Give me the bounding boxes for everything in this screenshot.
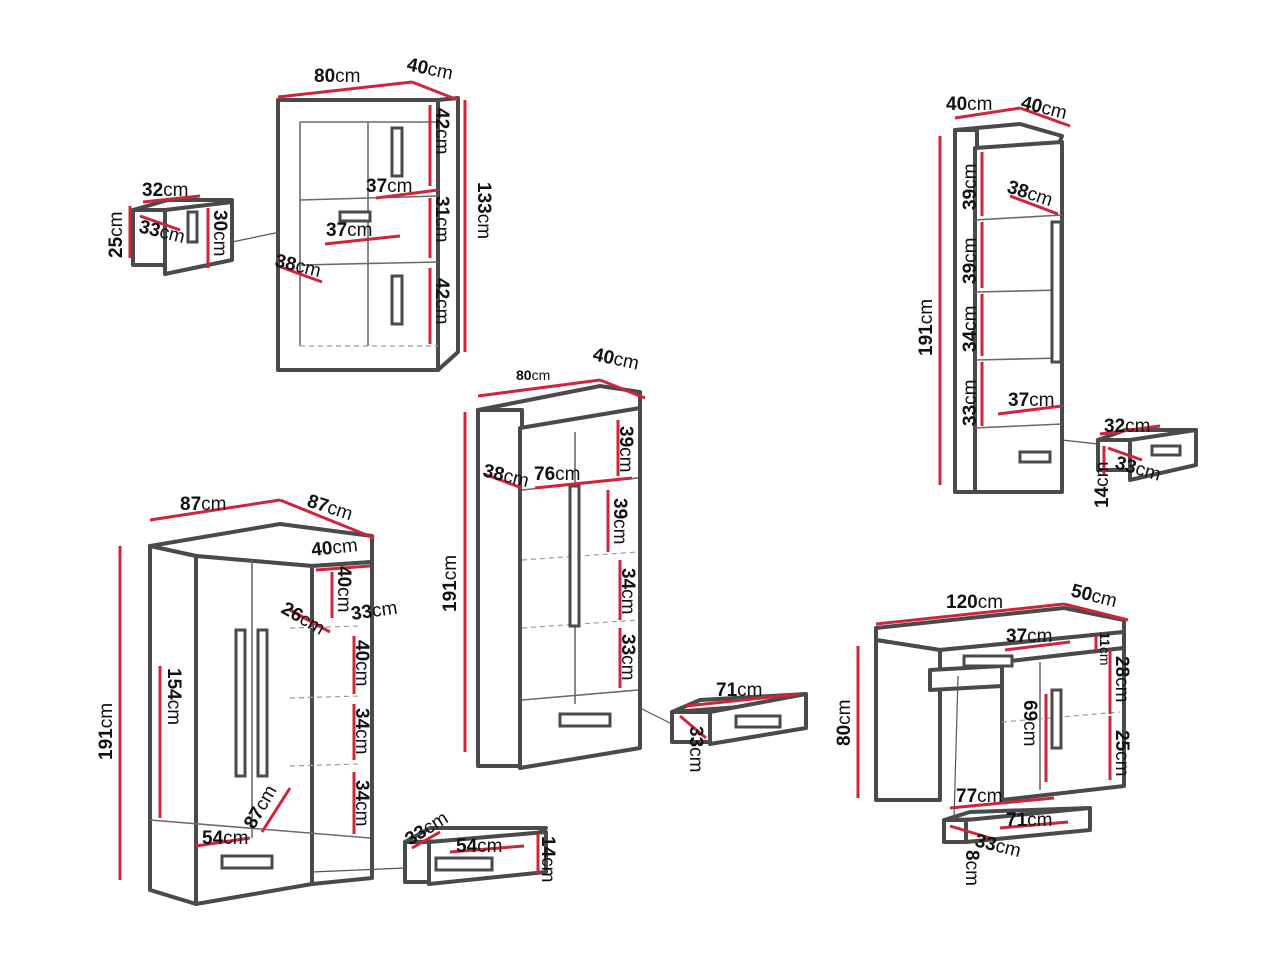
narrow-cabinet-shelf3-label: 34cm: [960, 306, 981, 352]
shelf-wardrobe-shelf4-label: 33cm: [617, 634, 638, 680]
desk-drawer-depth-label: 33cm: [973, 830, 1023, 862]
corner-wardrobe-side-h1-label: 40cm: [333, 566, 354, 612]
corner-wardrobe: 87cm 87cm 191cm 154cm 40cm 40cm 26cm 33c…: [96, 491, 399, 906]
narrow-cabinet-shelf4-label: 33cm: [960, 380, 981, 426]
bookcase-shelf-top-label: 42cm: [431, 108, 452, 154]
desk: 120cm 50cm 80cm 37cm 11cm 28cm 69cm 25cm…: [834, 580, 1132, 810]
desk-drawer-height-label: 11cm: [1097, 632, 1113, 665]
bookcase-shelf-width-mid-label: 37cm: [326, 220, 372, 241]
corner-wardrobe-side-s3-label: 34cm: [351, 780, 372, 826]
shelf-wardrobe-drawer-depth-label: 33cm: [685, 726, 706, 772]
corner-wardrobe-side-depth-label: 40cm: [310, 535, 358, 561]
narrow-cabinet-shelf-width-label: 37cm: [1008, 390, 1054, 411]
narrow-cabinet-shelf2-label: 39cm: [960, 238, 981, 284]
narrow-drawer: 32cm 14cm 33cm: [1061, 416, 1198, 508]
desk-cabinet-height-label: 28cm: [1111, 656, 1132, 702]
shelf-wardrobe-inner-width-label: 76cm: [534, 464, 580, 485]
bookcase-width-line: [277, 80, 413, 99]
narrow-drawer-width-label: 32cm: [1104, 416, 1150, 437]
bookcase-drawer-handle: [338, 210, 372, 223]
corner-wardrobe-inner-height-label: 154cm: [163, 668, 184, 725]
corner-drawer-width-label: 54cm: [456, 836, 502, 857]
shelf-wardrobe-width-label: 80cm: [516, 367, 550, 383]
narrow-cabinet-height-label: 191cm: [916, 299, 937, 356]
shelf-wardrobe: 80cm 40cm 191cm 39cm 39cm 34cm 33cm 76cm…: [440, 344, 646, 770]
desk-cabinet-lower-label: 25cm: [1111, 730, 1132, 776]
narrow-cabinet-depth-label: 40cm: [1019, 92, 1069, 124]
shelf-wardrobe-height-label: 191cm: [440, 555, 461, 612]
corner-wardrobe-side-d2-label: 33cm: [350, 598, 399, 625]
desk-knee-width-label: 77cm: [956, 786, 1002, 807]
shelf-wardrobe-depth-label: 40cm: [591, 344, 641, 374]
bookcase-depth-label: 40cm: [405, 54, 455, 84]
bookcase-shelf-bottom-label: 42cm: [431, 278, 452, 324]
bookcase-width-label: 80cm: [314, 66, 360, 87]
corner-wardrobe-height-label: 191cm: [96, 703, 117, 760]
desk-drawer-width-label: 37cm: [1006, 626, 1052, 647]
bookcase-handle-top: [390, 126, 404, 178]
shelf-wardrobe-drawer: 71cm 33cm: [639, 680, 808, 772]
narrow-drawer-height-label: 14cm: [1092, 462, 1113, 508]
bookcase-depth-line: [411, 80, 459, 102]
corner-wardrobe-side-s2-label: 34cm: [351, 708, 372, 754]
corner-wardrobe-bottom-width-label: 54cm: [202, 828, 248, 849]
bookcase-drawer-front-label: 30cm: [209, 210, 230, 256]
corner-drawer-height-label: 14cm: [537, 836, 558, 882]
bookcase-shelf-mid-label: 31cm: [431, 196, 452, 242]
corner-wardrobe-width-label: 87cm: [180, 494, 226, 515]
bookcase: 80cm 40cm 133cm 42cm 31cm 42cm 37cm 37cm…: [273, 54, 494, 372]
desk-knee-height-label: 69cm: [1019, 700, 1040, 746]
corner-wardrobe-side-s1-label: 40cm: [351, 640, 372, 686]
bookcase-drawer: 32cm 25cm 33cm 30cm: [106, 180, 281, 276]
shelf-wardrobe-shelf1-label: 39cm: [615, 426, 636, 472]
bookcase-shelf-width-top-label: 37cm: [366, 176, 412, 197]
shelf-wardrobe-shelf3-label: 34cm: [617, 568, 638, 614]
desk-height-label: 80cm: [834, 700, 855, 746]
narrow-cabinet: 40cm 40cm 191cm 39cm 39cm 34cm 33cm 38cm…: [916, 92, 1071, 494]
bookcase-height-label: 133cm: [473, 182, 494, 239]
shelf-wardrobe-drawer-width-label: 71cm: [716, 680, 762, 701]
bookcase-drawer-width-label: 32cm: [142, 180, 188, 201]
bookcase-handle-bottom: [390, 274, 404, 326]
shelf-wardrobe-shelf2-label: 39cm: [609, 498, 630, 544]
desk-drawer-height-label-2: 8cm: [961, 850, 982, 886]
desk-drawer-width-label-2: 71cm: [1006, 810, 1052, 831]
corner-drawer: 33cm 54cm 14cm: [311, 808, 558, 886]
narrow-cabinet-width-label: 40cm: [946, 94, 992, 115]
bookcase-drawer-height-label: 25cm: [106, 212, 127, 258]
desk-width-label: 120cm: [946, 592, 1003, 613]
narrow-cabinet-shelf1-label: 39cm: [960, 164, 981, 210]
shelf-wardrobe-shelf-depth-label: 38cm: [481, 460, 531, 492]
desk-drawer: 8cm 33cm 71cm: [942, 675, 1092, 886]
